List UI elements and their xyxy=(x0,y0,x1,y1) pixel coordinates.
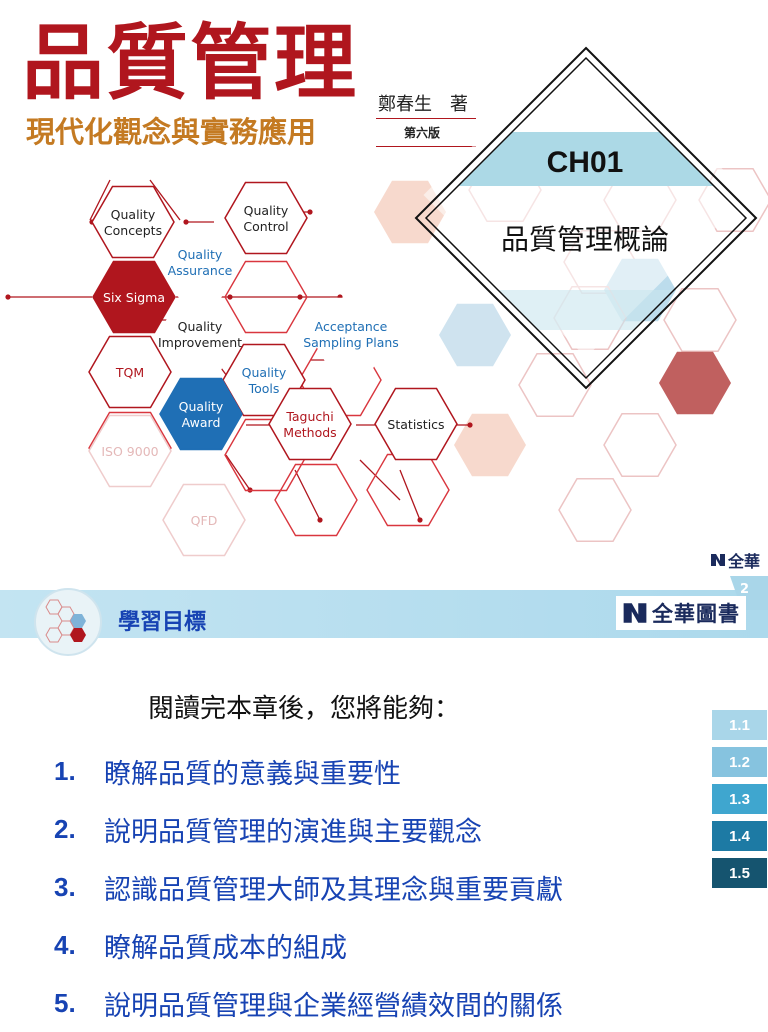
book-title: 品質管理 xyxy=(22,15,359,111)
publisher-name: 全華圖書 xyxy=(652,602,740,626)
decorative-hexagon xyxy=(518,353,592,417)
decorative-hexagon xyxy=(439,303,511,367)
connector-dot xyxy=(317,517,323,523)
publisher-mark-icon xyxy=(623,603,647,623)
edition-divider xyxy=(376,146,476,147)
decorative-hexagon xyxy=(454,413,526,477)
objective-item: 3. 認識品質管理大師及其理念與重要貢獻 xyxy=(54,858,563,916)
connector-dot xyxy=(297,294,303,300)
author-name: 鄭春生 著 xyxy=(378,94,468,115)
section-button-1-5[interactable]: 1.5 xyxy=(712,858,767,888)
connector-line xyxy=(399,469,421,521)
book-subtitle: 現代化觀念與實務應用 xyxy=(26,115,317,149)
connector-dot xyxy=(467,422,473,428)
connector-dot xyxy=(417,517,423,523)
section-button-1-1[interactable]: 1.1 xyxy=(712,710,767,740)
chapter-name: 品質管理概論 xyxy=(500,223,669,256)
publisher-mark-icon xyxy=(710,554,725,566)
topic-hexagon xyxy=(88,414,172,488)
objective-item: 5. 說明品質管理與企業經營績效間的關係 xyxy=(54,974,563,1032)
objective-text: 瞭解品質成本的組成 xyxy=(104,932,347,964)
objective-number: 4. xyxy=(54,929,76,960)
connector-dot xyxy=(5,294,11,300)
topic-hexagon xyxy=(91,185,175,259)
decorative-hexagon xyxy=(558,478,632,542)
objective-text: 說明品質管理與企業經營績效間的關係 xyxy=(104,990,563,1022)
connector-dot xyxy=(307,209,313,215)
author-divider xyxy=(376,118,476,119)
section-title: 學習目標 xyxy=(118,610,207,635)
page-number: 2 xyxy=(740,582,750,597)
section-button-1-2[interactable]: 1.2 xyxy=(712,747,767,777)
topic-hexagon xyxy=(268,387,352,461)
topic-hexagon xyxy=(92,260,176,334)
section-button-1-4[interactable]: 1.4 xyxy=(712,821,767,851)
banner-hexagon-emblem xyxy=(34,588,102,656)
objective-text: 瞭解品質的意義與重要性 xyxy=(104,758,401,790)
connector-line xyxy=(225,454,251,491)
decorative-hexagon xyxy=(603,413,677,477)
connector-dot xyxy=(183,219,189,225)
section-button-1-3[interactable]: 1.3 xyxy=(712,784,767,814)
intro-text: 閱讀完本章後，您將能夠： xyxy=(148,694,461,724)
topic-hexagon xyxy=(224,181,308,255)
publisher-short-name: 全華 xyxy=(727,552,760,571)
topic-hexagon xyxy=(162,483,246,557)
connector-line xyxy=(89,179,111,221)
publisher-logo-small: 全華 xyxy=(710,548,760,572)
hexagon-cluster-icon xyxy=(45,599,86,643)
topic-hexagon xyxy=(158,225,242,299)
topic-hexagon xyxy=(158,297,242,371)
topic-hexagon xyxy=(309,297,393,371)
chapter-diamond-frame xyxy=(414,46,758,390)
objective-text: 認識品質管理大師及其理念與重要貢獻 xyxy=(104,874,563,906)
objectives-list: 1. 瞭解品質的意義與重要性 2. 說明品質管理的演進與主要觀念 3. 認識品質管理大師及… xyxy=(54,742,563,1032)
publisher-logo: 全華圖書 xyxy=(616,596,746,630)
objective-number: 3. xyxy=(54,871,76,902)
topic-label: QFD xyxy=(191,513,218,528)
outline-hexagon xyxy=(274,463,358,537)
topic-hexagon xyxy=(88,335,172,409)
objective-number: 2. xyxy=(54,813,76,844)
topic-label: Six Sigma xyxy=(103,290,165,305)
objective-item: 4. 瞭解品質成本的組成 xyxy=(54,916,563,974)
connector-line xyxy=(149,179,181,221)
decorative-hexagon xyxy=(663,288,737,352)
connector-line xyxy=(359,459,401,501)
connector-dot xyxy=(227,294,233,300)
decorative-hexagon xyxy=(659,351,731,415)
topic-label: ISO 9000 xyxy=(101,444,158,459)
connector-line xyxy=(294,469,321,521)
edition-label: 第六版 xyxy=(404,126,441,140)
objective-text: 說明品質管理的演進與主要觀念 xyxy=(104,816,482,848)
chapter-code: CH01 xyxy=(546,146,624,179)
objective-number: 1. xyxy=(54,755,76,786)
topic-hexagon xyxy=(374,387,458,461)
topic-hexagon xyxy=(159,377,243,451)
objective-number: 5. xyxy=(54,987,76,1018)
outline-hexagon xyxy=(224,260,308,334)
topic-label: Statistics xyxy=(387,417,444,432)
section-navigation: 1.1 1.2 1.3 1.4 1.5 xyxy=(712,710,767,888)
objective-item: 2. 說明品質管理的演進與主要觀念 xyxy=(54,800,563,858)
objective-item: 1. 瞭解品質的意義與重要性 xyxy=(54,742,563,800)
topic-label: TQM xyxy=(115,365,144,380)
